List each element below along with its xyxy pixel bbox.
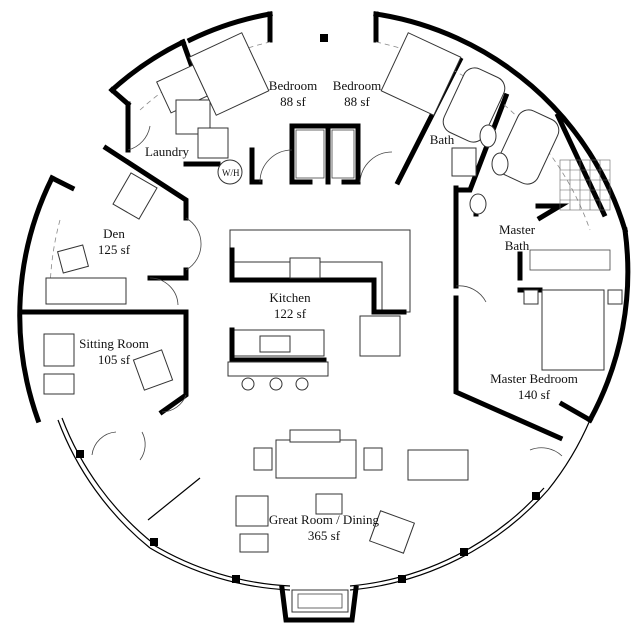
den-furniture <box>45 172 158 305</box>
room-label-wh: W/H <box>222 168 240 178</box>
room-label-laundry: Laundry <box>145 144 190 159</box>
water-heater-icon <box>217 159 243 185</box>
room-label-kitchen: Kitchen <box>269 290 311 305</box>
doors <box>91 125 563 521</box>
room-label-bedroom-1: Bedroom <box>269 78 317 93</box>
room-label-bedroom-2: Bedroom <box>333 78 381 93</box>
room-label-master-bedroom: Master Bedroom <box>490 371 578 386</box>
room-label-master-bath-2: Bath <box>505 238 530 253</box>
room-label-bath: Bath <box>430 132 455 147</box>
interior-walls <box>19 56 608 442</box>
room-area-kitchen: 122 sf <box>274 306 307 321</box>
room-area-den: 125 sf <box>98 242 131 257</box>
room-area-master-bedroom: 140 sf <box>518 387 551 402</box>
room-area-great-room: 365 sf <box>308 528 341 543</box>
kitchen-counters <box>227 229 411 391</box>
laundry-fixtures <box>156 64 243 185</box>
room-area-bedroom-1: 88 sf <box>280 94 306 109</box>
outer-walls <box>17 11 631 623</box>
room-area-sitting-room: 105 sf <box>98 352 131 367</box>
bed-icon <box>541 289 605 371</box>
room-label-sitting-room: Sitting Room <box>79 336 149 351</box>
room-label-den: Den <box>103 226 125 241</box>
bath-fixtures <box>442 67 611 271</box>
room-label-master-bath-1: Master <box>499 222 536 237</box>
room-area-bedroom-2: 88 sf <box>344 94 370 109</box>
great-room-furniture <box>235 429 469 554</box>
bed-icon <box>380 32 462 116</box>
room-label-great-room: Great Room / Dining <box>269 512 380 527</box>
bed-icon <box>188 32 270 116</box>
